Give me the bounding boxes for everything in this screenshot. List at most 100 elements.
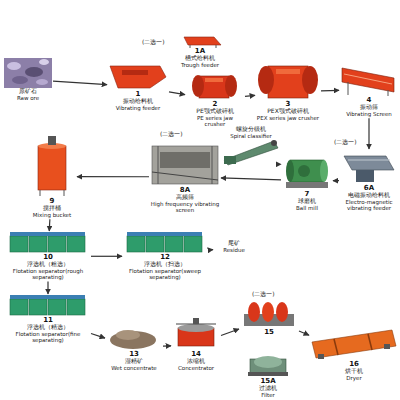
flow-arrow — [208, 249, 213, 251]
vibrating-screen-picture-part — [348, 82, 349, 95]
equipment-node: 12浮选机（扫选）Flotation separator(sweep separ… — [123, 232, 207, 281]
equipment-node: 10浮选机（粗选）Flotation separator(rough separ… — [6, 232, 90, 281]
flow-arrow — [368, 118, 369, 149]
flotation-cells-picture-part — [184, 236, 202, 252]
magnetic-feeder-picture-part — [344, 156, 394, 170]
flow-arrow — [221, 329, 239, 336]
flotation-cells-picture — [10, 295, 85, 315]
equipment-node: 14浓缩机Concentrator — [172, 318, 220, 371]
equipment-name: 原矿石 — [4, 88, 52, 95]
callout-number: 14 — [172, 350, 220, 358]
flow-arrow — [299, 331, 309, 335]
equipment-name: 螺旋分级机 — [222, 126, 280, 133]
equipment-name: 振动筛 — [340, 104, 398, 111]
vacuum-filter-picture-part — [254, 356, 282, 368]
ore-picture-part — [12, 76, 28, 84]
jaw-crusher-picture-part — [258, 66, 274, 94]
callout-number: 16 — [310, 360, 398, 368]
equipment-node: 螺旋分级机Spiral classifier — [222, 126, 280, 165]
alternative-note: (二选一) — [142, 38, 165, 47]
high-frequency-screen-picture-part — [160, 152, 210, 168]
equipment-name: 浮选机（精选） — [6, 324, 90, 331]
equipment-name: 湿精矿 — [106, 358, 162, 365]
equipment-name: PEX颚式破碎机 — [256, 108, 320, 115]
ball-mill-picture-part — [320, 160, 328, 182]
equipment-name: Vibrating Screen — [340, 111, 398, 117]
magnetic-feeder-picture-part — [356, 170, 374, 182]
ore-picture-part — [4, 58, 52, 88]
magnetic-feeder-picture — [344, 156, 394, 182]
trough-feeder-picture-part — [216, 45, 217, 48]
vibrating-screen-picture-part — [388, 90, 389, 96]
rotary-dryer-picture-part — [312, 330, 396, 358]
spiral-classifier-picture-part — [224, 141, 278, 165]
equipment-node: 尾矿Residue — [214, 240, 254, 253]
callout-number: 1A — [172, 47, 228, 55]
flotation-cells-picture — [10, 232, 85, 252]
jaw-crusher-picture-part — [302, 66, 318, 94]
equipment-name: Flotation separator(fine separating) — [6, 331, 90, 344]
equipment-name: Dryer — [310, 375, 398, 381]
equipment-name: Flotation separator(rough separating) — [6, 268, 90, 281]
trough-feeder-picture-part — [184, 37, 221, 45]
flotation-cells-picture-part — [67, 236, 85, 252]
disc-filter-picture-part — [276, 302, 288, 322]
jaw-crusher-picture-part — [205, 78, 223, 82]
spiral-classifier-picture-part — [224, 156, 236, 164]
concentrate-pile-picture — [110, 330, 156, 349]
equipment-name: Wet concentrate — [106, 365, 162, 371]
rotary-dryer-picture — [312, 330, 396, 359]
equipment-name: Electro-magnetic vibrating feeder — [340, 199, 398, 212]
vibrating-feeder-picture-part — [122, 70, 148, 75]
jaw-crusher-picture-part — [268, 66, 308, 98]
equipment-name: Spiral classifier — [222, 133, 280, 139]
flow-arrow — [47, 282, 48, 294]
high-frequency-screen-picture-part — [152, 146, 218, 184]
ore-picture-part — [25, 67, 43, 77]
ball-mill-picture — [286, 160, 328, 188]
equipment-name: High frequency vibrating screen — [150, 201, 220, 214]
callout-number: 13 — [106, 350, 162, 358]
vibrating-feeder-picture — [110, 66, 166, 88]
jaw-crusher-picture — [192, 75, 237, 98]
jaw-crusher-picture-part — [192, 75, 204, 97]
vibrating-screen-picture — [342, 68, 394, 96]
flotation-cells-picture-part — [10, 232, 85, 236]
rotary-dryer-picture-part — [334, 339, 338, 355]
flow-arrow — [91, 256, 122, 257]
equipment-node: 3PEX颚式破碎机PEX series jaw crusher — [256, 62, 320, 121]
equipment-name: PE颚式破碎机 — [186, 108, 244, 115]
flow-arrow — [169, 92, 185, 95]
equipment-node: 1振动给料机Vibrating feeder — [108, 62, 168, 111]
ore-picture-part — [36, 79, 48, 85]
disc-filter-picture-part — [248, 302, 260, 322]
vibrating-screen-picture-part — [342, 68, 394, 92]
flotation-cells-picture-part — [10, 236, 28, 252]
flow-arrow — [91, 333, 105, 338]
equipment-name: 搅拌桶 — [28, 205, 76, 212]
equipment-name: Residue — [214, 247, 254, 253]
trough-feeder-picture-part — [190, 45, 191, 48]
flotation-cells-picture-part — [48, 236, 66, 252]
spiral-classifier-picture-part — [271, 140, 277, 146]
ball-mill-picture-part — [298, 165, 310, 177]
callout-number: 15A — [245, 377, 291, 385]
vacuum-filter-picture-part — [248, 372, 288, 376]
equipment-node: 13湿精矿Wet concentrate — [106, 324, 162, 371]
high-frequency-screen-picture-part — [152, 172, 218, 180]
equipment-name: Raw ore — [4, 95, 52, 101]
trough-feeder-picture — [184, 37, 221, 48]
equipment-node: 4振动筛Vibrating Screen — [340, 62, 398, 117]
callout-number: 8A — [150, 186, 220, 194]
spiral-classifier-picture — [224, 140, 278, 165]
equipment-name: PE series jaw crusher — [186, 115, 244, 128]
vacuum-filter-picture — [248, 356, 288, 376]
flotation-cells-picture-part — [146, 236, 164, 252]
thickener-picture — [176, 318, 216, 346]
jaw-crusher-picture-part — [225, 75, 237, 97]
equipment-name: 球磨机 — [282, 198, 332, 205]
mixing-tank-picture-part — [64, 190, 65, 196]
equipment-name: 浓缩机 — [172, 358, 220, 365]
